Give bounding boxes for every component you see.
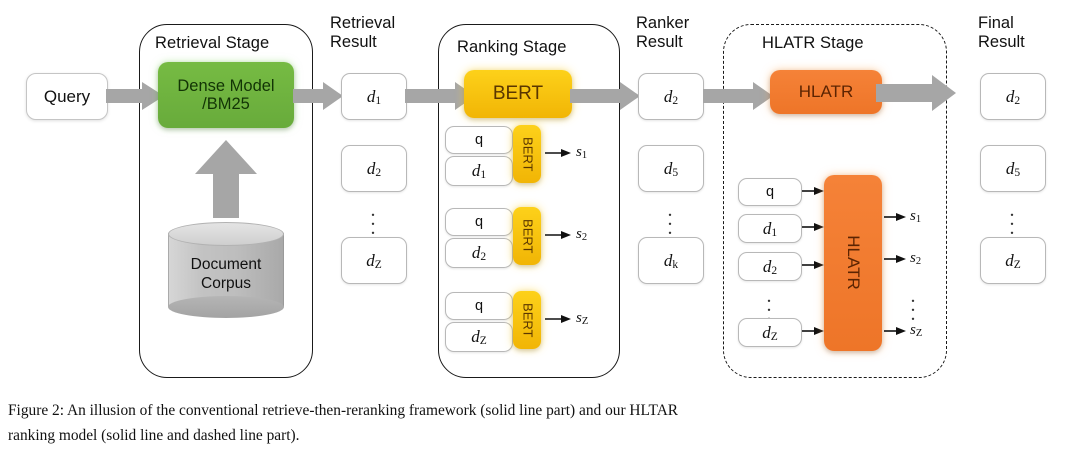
dense-model-label: Dense Model /BM25: [177, 76, 275, 113]
arrow-hlatr-score-1: [884, 211, 906, 223]
retrieval-stage-title: Retrieval Stage: [155, 34, 270, 52]
arrow-query-to-dense: [106, 82, 164, 110]
final-result-item-2-label: d5: [1005, 158, 1021, 179]
arrow-hlatr-input-d1: [802, 221, 824, 233]
ranking-stage-container: [438, 24, 620, 378]
hlatr-input-d1-label: d1: [762, 218, 778, 239]
ranking-pair-3-doc[interactable]: dZ: [445, 322, 513, 352]
hlatr-input-dz-label: dZ: [762, 322, 778, 343]
ranking-pair-2-bert-label: BERT: [520, 218, 536, 254]
retrieval-result-item-1-label: d1: [366, 86, 382, 107]
arrow-dense-to-retrieval-result: [293, 82, 343, 110]
ranking-pair-1-score: s1: [576, 144, 588, 161]
ranking-pair-3-query-label: q: [474, 298, 484, 314]
hlatr-model-label: HLATR: [798, 82, 854, 102]
ranking-pair-3-doc-label: dZ: [471, 327, 487, 347]
retrieval-stage-container: [139, 24, 313, 378]
arrow-hlatr-to-final-result: [876, 75, 956, 111]
final-result-item-3[interactable]: dZ: [980, 237, 1046, 284]
hlatr-score-2: s2: [910, 250, 922, 267]
query-label: Query: [43, 86, 91, 106]
hlatr-score-z: sZ: [910, 322, 923, 339]
ranking-pair-2-score: s2: [576, 226, 588, 243]
ranking-pair-2-doc-label: d2: [471, 243, 487, 263]
retrieval-result-item-2-label: d2: [366, 158, 382, 179]
arrow-hlatr-score-2: [884, 253, 906, 265]
arrow-retrieval-to-ranking: [405, 82, 475, 110]
ranking-pair-1-doc-label: d1: [471, 161, 487, 181]
document-corpus-cylinder[interactable]: Document Corpus: [168, 222, 284, 318]
ranking-pair-1-doc[interactable]: d1: [445, 156, 513, 186]
retrieval-result-ellipsis: ...: [370, 199, 376, 239]
bert-model-block[interactable]: BERT: [464, 70, 572, 118]
ranking-pair-2-bert[interactable]: BERT: [513, 207, 541, 265]
hlatr-input-q[interactable]: q: [738, 178, 802, 206]
hlatr-input-d1[interactable]: d1: [738, 214, 802, 243]
hlatr-encoder-label: HLATR: [843, 235, 863, 291]
hlatr-score-1: s1: [910, 208, 922, 225]
ranking-stage-title: Ranking Stage: [457, 38, 567, 56]
ranker-result-ellipsis: ...: [667, 199, 673, 239]
ranker-result-item-1[interactable]: d2: [638, 73, 704, 120]
ranker-result-item-3-label: dk: [663, 250, 679, 271]
arrow-ranking-to-ranker-result: [570, 82, 640, 110]
arrow-ranking-pair-2-score: [545, 229, 571, 241]
hlatr-input-ellipsis: ...: [766, 285, 772, 325]
hlatr-stage-container: [723, 24, 947, 378]
retrieval-result-item-2[interactable]: d2: [341, 145, 407, 192]
ranking-pair-1-query-label: q: [474, 132, 484, 148]
bert-model-label: BERT: [492, 83, 544, 105]
final-result-ellipsis: ...: [1009, 199, 1015, 239]
arrow-corpus-to-dense: [195, 140, 257, 218]
retrieval-result-header: Retrieval Result: [330, 14, 396, 51]
hlatr-input-dz[interactable]: dZ: [738, 318, 802, 347]
final-result-header: Final Result: [978, 14, 1025, 51]
hlatr-score-ellipsis: ...: [910, 285, 916, 325]
ranking-pair-1-query[interactable]: q: [445, 126, 513, 154]
hlatr-encoder-block[interactable]: HLATR: [824, 175, 882, 351]
ranker-result-item-3[interactable]: dk: [638, 237, 704, 284]
arrow-ranking-pair-1-score: [545, 147, 571, 159]
ranking-pair-2-doc[interactable]: d2: [445, 238, 513, 268]
figure-caption-line-1: Figure 2: An illusion of the conventiona…: [8, 402, 679, 419]
arrow-hlatr-input-q: [802, 185, 824, 197]
ranking-pair-2-query[interactable]: q: [445, 208, 513, 236]
final-result-item-3-label: dZ: [1005, 250, 1021, 271]
ranker-result-item-2-label: d5: [663, 158, 679, 179]
retrieval-result-item-1[interactable]: d1: [341, 73, 407, 120]
figure-caption-line-2: ranking model (solid line and dashed lin…: [8, 427, 300, 444]
dense-model-block[interactable]: Dense Model /BM25: [158, 62, 294, 128]
retrieval-result-item-3-label: dZ: [366, 250, 382, 271]
cylinder-top: [168, 222, 284, 246]
hlatr-input-d2[interactable]: d2: [738, 252, 802, 281]
document-corpus-label: Document Corpus: [190, 255, 262, 292]
ranker-result-item-1-label: d2: [663, 86, 679, 107]
ranking-pair-1-bert[interactable]: BERT: [513, 125, 541, 183]
hlatr-input-q-label: q: [765, 184, 775, 200]
query-box[interactable]: Query: [26, 73, 108, 120]
arrow-hlatr-input-dz: [802, 325, 824, 337]
arrow-ranker-to-hlatr: [703, 82, 773, 110]
ranking-pair-2-query-label: q: [474, 214, 484, 230]
arrow-ranking-pair-3-score: [545, 313, 571, 325]
hlatr-model-block[interactable]: HLATR: [770, 70, 882, 114]
ranker-result-item-2[interactable]: d5: [638, 145, 704, 192]
arrow-hlatr-input-d2: [802, 259, 824, 271]
ranking-pair-3-score: sZ: [576, 310, 589, 327]
hlatr-input-d2-label: d2: [762, 256, 778, 277]
retrieval-result-item-3[interactable]: dZ: [341, 237, 407, 284]
cylinder-bottom: [168, 296, 284, 318]
figure-caption: Figure 2: An illusion of the conventiona…: [8, 398, 1072, 448]
ranking-pair-3-bert[interactable]: BERT: [513, 291, 541, 349]
ranking-pair-3-bert-label: BERT: [520, 302, 536, 338]
ranking-pair-1-bert-label: BERT: [520, 136, 536, 172]
hlatr-stage-title: HLATR Stage: [762, 34, 864, 52]
arrow-hlatr-score-z: [884, 325, 906, 337]
final-result-item-1[interactable]: d2: [980, 73, 1046, 120]
ranker-result-header: Ranker Result: [636, 14, 690, 51]
ranking-pair-3-query[interactable]: q: [445, 292, 513, 320]
final-result-item-2[interactable]: d5: [980, 145, 1046, 192]
final-result-item-1-label: d2: [1005, 86, 1021, 107]
